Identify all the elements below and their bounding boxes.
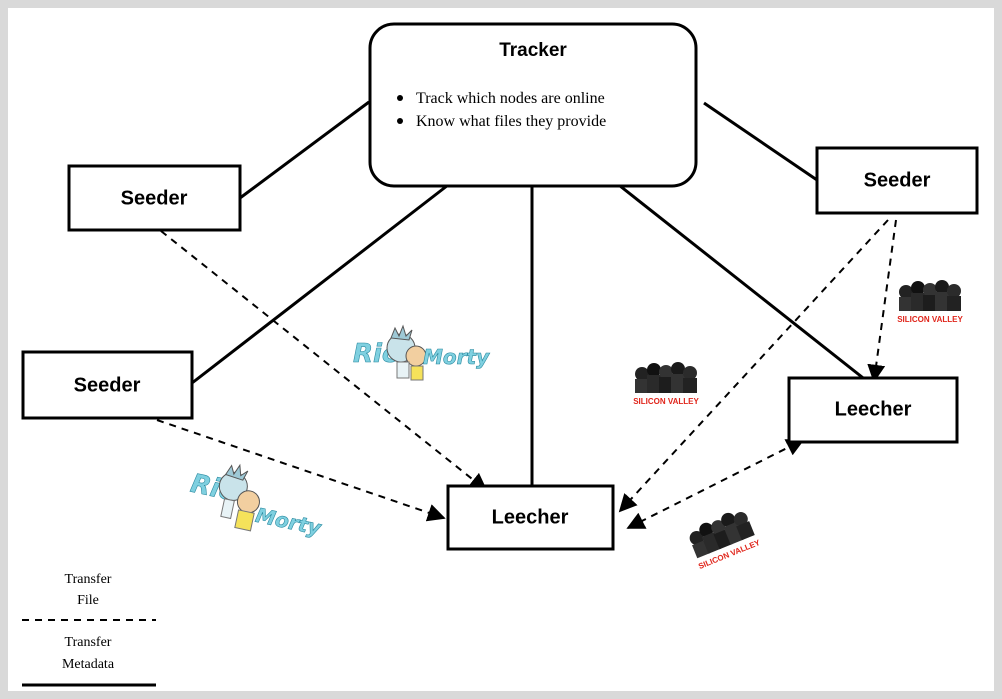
tracker-node: Tracker Track which nodes are online Kno… xyxy=(368,22,698,188)
tracker-bullet-1: Track which nodes are online xyxy=(416,90,605,107)
tracker-title: Tracker xyxy=(499,40,567,61)
transfer-seeder-top-left-to-leecher-center xyxy=(160,230,488,492)
legend-file-label-line2: File xyxy=(77,593,99,608)
leecher-right-label: Leecher xyxy=(835,398,912,420)
logo-text-morty: Morty xyxy=(423,345,490,369)
link-tracker-seeder-mid-left xyxy=(191,180,453,385)
logo-text-morty: Morty xyxy=(253,503,324,540)
link-tracker-seeder-top-left xyxy=(239,100,370,200)
transfer-leecher-center-leecher-right xyxy=(626,439,805,529)
seeder-right-label: Seeder xyxy=(864,169,931,191)
silicon-valley-logo-icon: SILICON VALLEY xyxy=(897,280,963,324)
logo-text-silicon-valley: SILICON VALLEY xyxy=(897,315,963,324)
silicon-valley-logo-icon: SILICON VALLEY xyxy=(689,512,762,571)
leecher-right-node: Leecher xyxy=(787,376,959,444)
seeder-top-left-node: Seeder xyxy=(67,164,242,232)
legend-metadata-label-line1: Transfer xyxy=(65,635,112,650)
rick-morty-logo-icon: Ric Morty xyxy=(188,463,324,541)
link-tracker-leecher-right xyxy=(614,180,868,383)
legend: Transfer File Transfer Metadata xyxy=(22,572,156,687)
transfer-seeder-right-to-leecher-right xyxy=(867,219,897,383)
transfer-seeder-mid-left-to-leecher-center xyxy=(156,419,446,522)
legend-file-label-line1: Transfer xyxy=(65,572,112,587)
seeder-right-node: Seeder xyxy=(815,146,979,215)
legend-metadata-label-line2: Metadata xyxy=(62,657,115,672)
p2p-diagram: Tracker Track which nodes are online Kno… xyxy=(21,22,979,687)
metadata-links xyxy=(191,100,868,488)
logo-text-silicon-valley: SILICON VALLEY xyxy=(633,397,699,406)
diagram-canvas: Tracker Track which nodes are online Kno… xyxy=(8,8,994,691)
rick-morty-logo-icon: Ric Morty xyxy=(353,324,490,381)
leecher-center-node: Leecher xyxy=(446,484,615,551)
seeder-mid-left-label: Seeder xyxy=(74,374,141,396)
seeder-top-left-label: Seeder xyxy=(121,187,188,209)
bullet-icon xyxy=(397,95,403,101)
silicon-valley-logo-icon: SILICON VALLEY xyxy=(633,362,699,406)
tracker-bullet-2: Know what files they provide xyxy=(416,113,606,130)
link-tracker-seeder-right xyxy=(703,101,818,182)
file-transfers xyxy=(156,219,897,529)
leecher-center-label: Leecher xyxy=(492,506,569,528)
bullet-icon xyxy=(397,118,403,124)
seeder-mid-left-node: Seeder xyxy=(21,350,194,420)
